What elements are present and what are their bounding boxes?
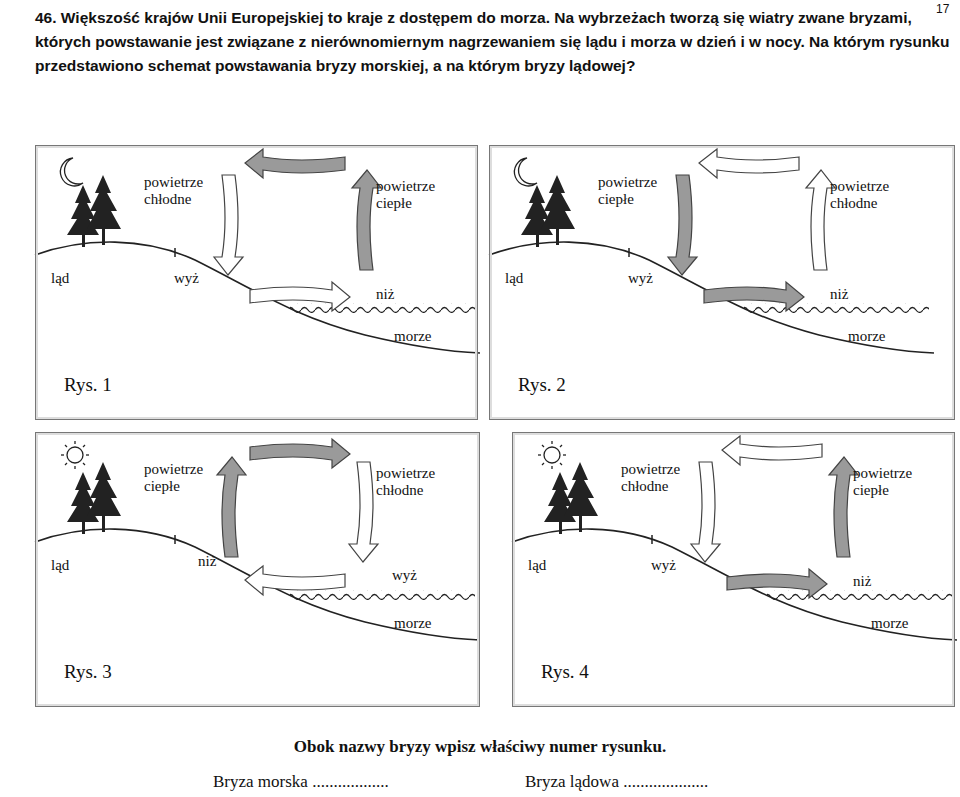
diagram-label: powietrze chłodne <box>144 174 224 208</box>
diagram-label: wyż <box>174 270 199 287</box>
diagram-label: morze <box>848 328 885 345</box>
diagram-label: powietrze ciepłe <box>853 465 933 499</box>
answer-line: Bryza morska .................. <box>213 771 389 792</box>
figure-number: Rys. 4 <box>541 663 589 680</box>
diagram-label: ląd <box>528 557 546 574</box>
figure-panel: powietrze chłodne powietrze ciepłe ląd wyż n… <box>512 432 955 707</box>
question-text: 46. Większość krajów Unii Europejskiej t… <box>35 6 955 78</box>
diagram-label: wyż <box>628 270 653 287</box>
figure-number: Rys. 3 <box>64 663 112 680</box>
diagram-label: morze <box>394 615 431 632</box>
diagram-label: ląd <box>505 270 523 287</box>
page-number: 17 <box>936 2 949 17</box>
diagram-label: powietrze ciepłe <box>376 178 456 212</box>
diagram-label: niż <box>830 286 848 303</box>
figure-panel: powietrze ciepłe powietrze chłodne ląd niż w… <box>35 432 480 707</box>
figure-panel: powietrze ciepłe powietrze chłodne ląd wyż n… <box>489 145 955 420</box>
diagram-label: powietrze chłodne <box>621 461 701 495</box>
figure-panel: powietrze chłodne powietrze ciepłe ląd wyż n… <box>35 145 478 420</box>
instruction: Obok nazwy bryzy wpisz właściwy numer ry… <box>0 736 960 757</box>
diagram-label: powietrze chłodne <box>376 465 456 499</box>
diagram-label: powietrze ciepłe <box>598 174 678 208</box>
answer-line: Bryza lądowa .................... <box>525 771 708 792</box>
diagram-label: niż <box>376 286 394 303</box>
figure-number: Rys. 1 <box>64 376 112 393</box>
diagram-label: niż <box>853 573 871 590</box>
diagram-label: wyż <box>392 567 417 584</box>
diagram-label: morze <box>871 615 908 632</box>
figure-number: Rys. 2 <box>518 376 566 393</box>
diagram-label: powietrze chłodne <box>830 178 910 212</box>
diagram-label: wyż <box>651 557 676 574</box>
diagram-label: niż <box>198 553 216 570</box>
diagram-label: morze <box>394 328 431 345</box>
diagram-label: ląd <box>51 557 69 574</box>
diagram-label: ląd <box>51 270 69 287</box>
diagram-label: powietrze ciepłe <box>144 461 224 495</box>
